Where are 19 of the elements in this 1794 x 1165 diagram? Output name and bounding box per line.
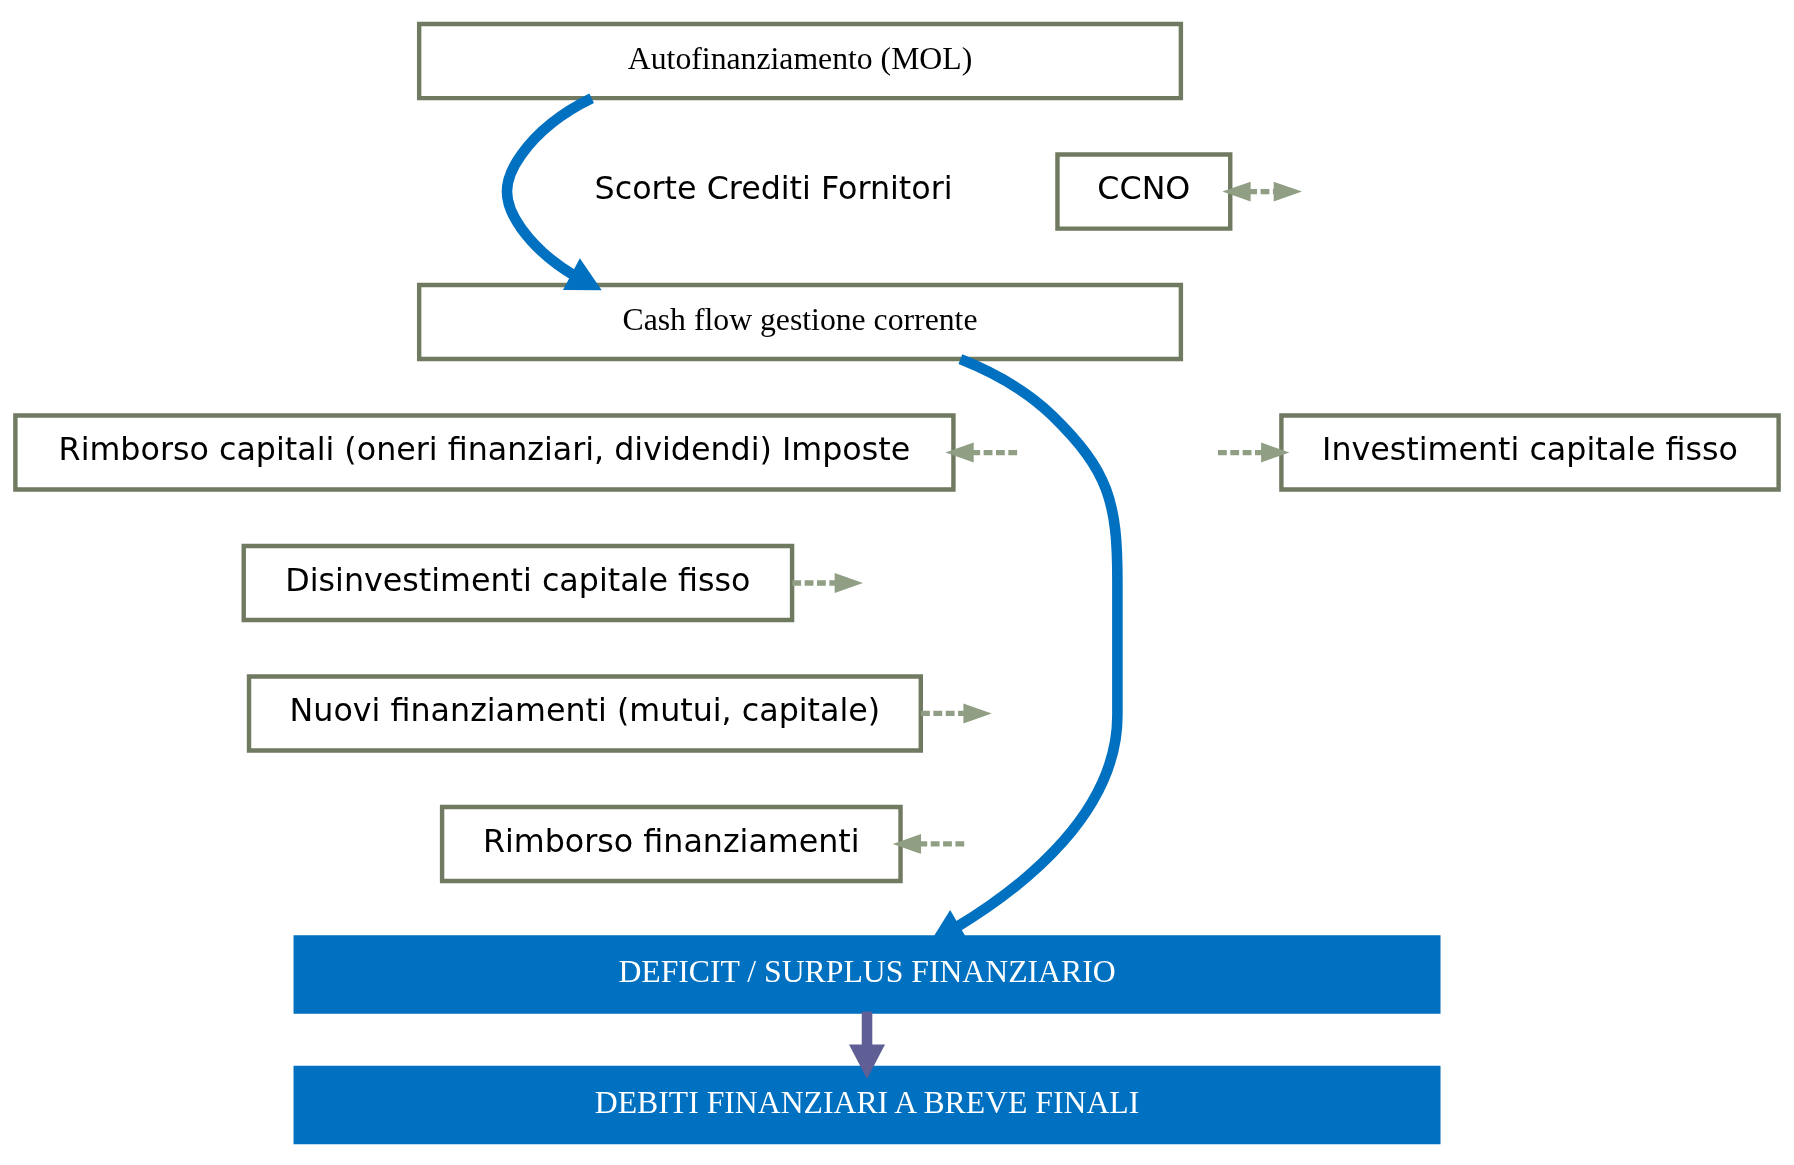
node-box: Autofinanziamento (MOL) [416,21,1184,100]
node-box: Investimenti capitale fisso [1279,412,1781,492]
node-box: Nuovi finanziamenti (mutui, capitale) [246,673,923,753]
arrow [1222,181,1302,201]
node-box: Disinvestimenti capitale fisso [241,543,795,622]
node-box: DEBITI FINANZIARI A BREVE FINALI [293,1065,1441,1144]
arrow [921,703,992,723]
arrow [501,93,602,290]
node-box: DEFICIT / SURPLUS FINANZIARIO [293,934,1441,1014]
node-box: Cash flow gestione corrente [416,282,1184,361]
node-label: Scorte Crediti Fornitori [594,169,953,206]
arrow [792,572,863,593]
arrow [945,442,1018,462]
node-box: Rimborso finanziamenti [439,804,903,883]
arrow [1218,442,1290,462]
node-box: CCNO [1055,151,1233,231]
node-box: Rimborso capitali (oneri finanziari, dividendi) Imposte [13,412,956,492]
arrow [849,1011,886,1079]
arrow [892,833,965,854]
